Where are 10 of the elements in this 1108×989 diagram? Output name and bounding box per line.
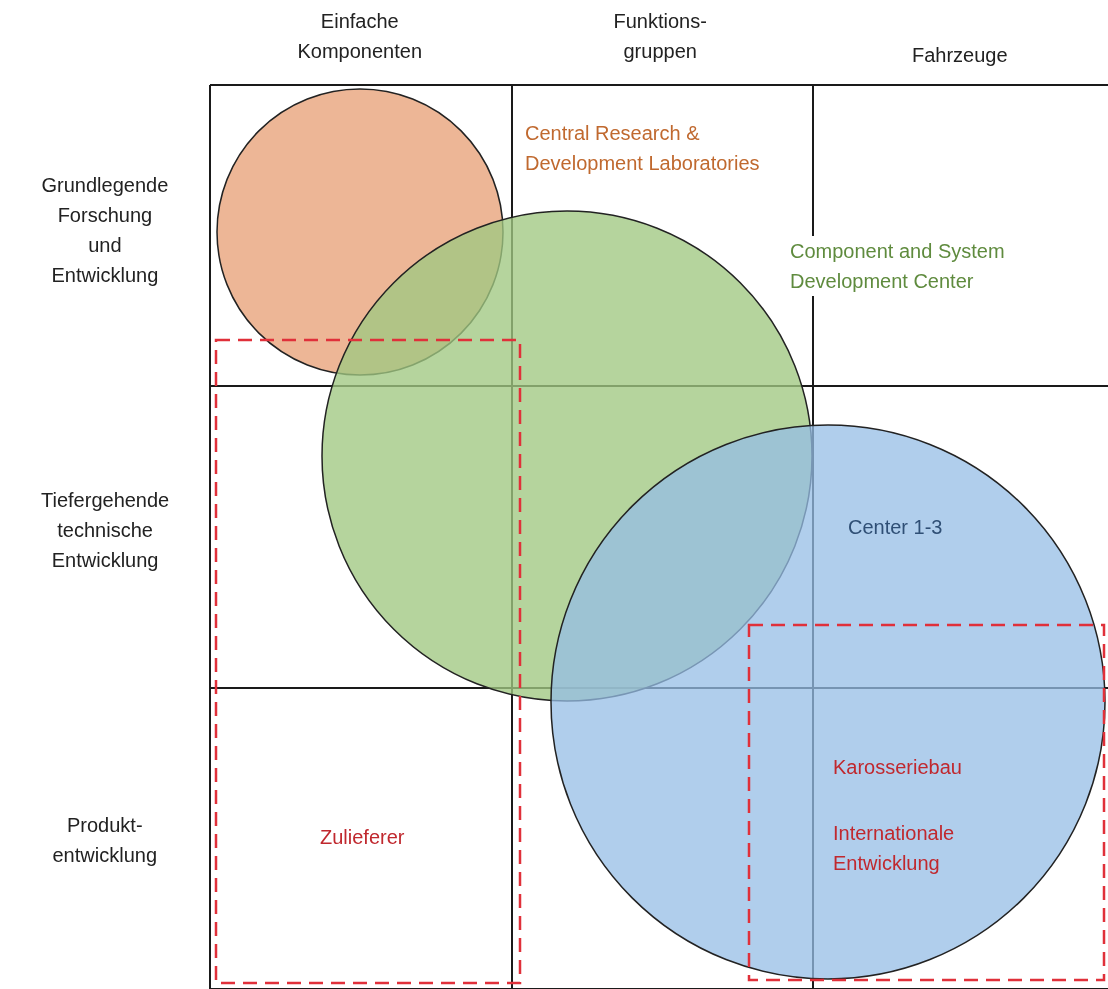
group-label: Center 1-3 <box>848 515 944 540</box>
row-header: Grundlegende Forschung und Entwicklung <box>41 173 169 288</box>
group-label: Zulieferer <box>320 825 406 850</box>
row-header: Produkt- entwicklung <box>52 813 157 868</box>
column-header: Einfache Komponenten <box>297 9 423 64</box>
row-header: Tiefergehende technische Entwicklung <box>41 488 170 573</box>
column-header: Funktions- gruppen <box>613 9 707 64</box>
column-header: Fahrzeuge <box>912 43 1008 68</box>
group-label: Internationale Entwicklung <box>833 821 956 876</box>
group-label: Karosseriebau <box>833 755 963 780</box>
